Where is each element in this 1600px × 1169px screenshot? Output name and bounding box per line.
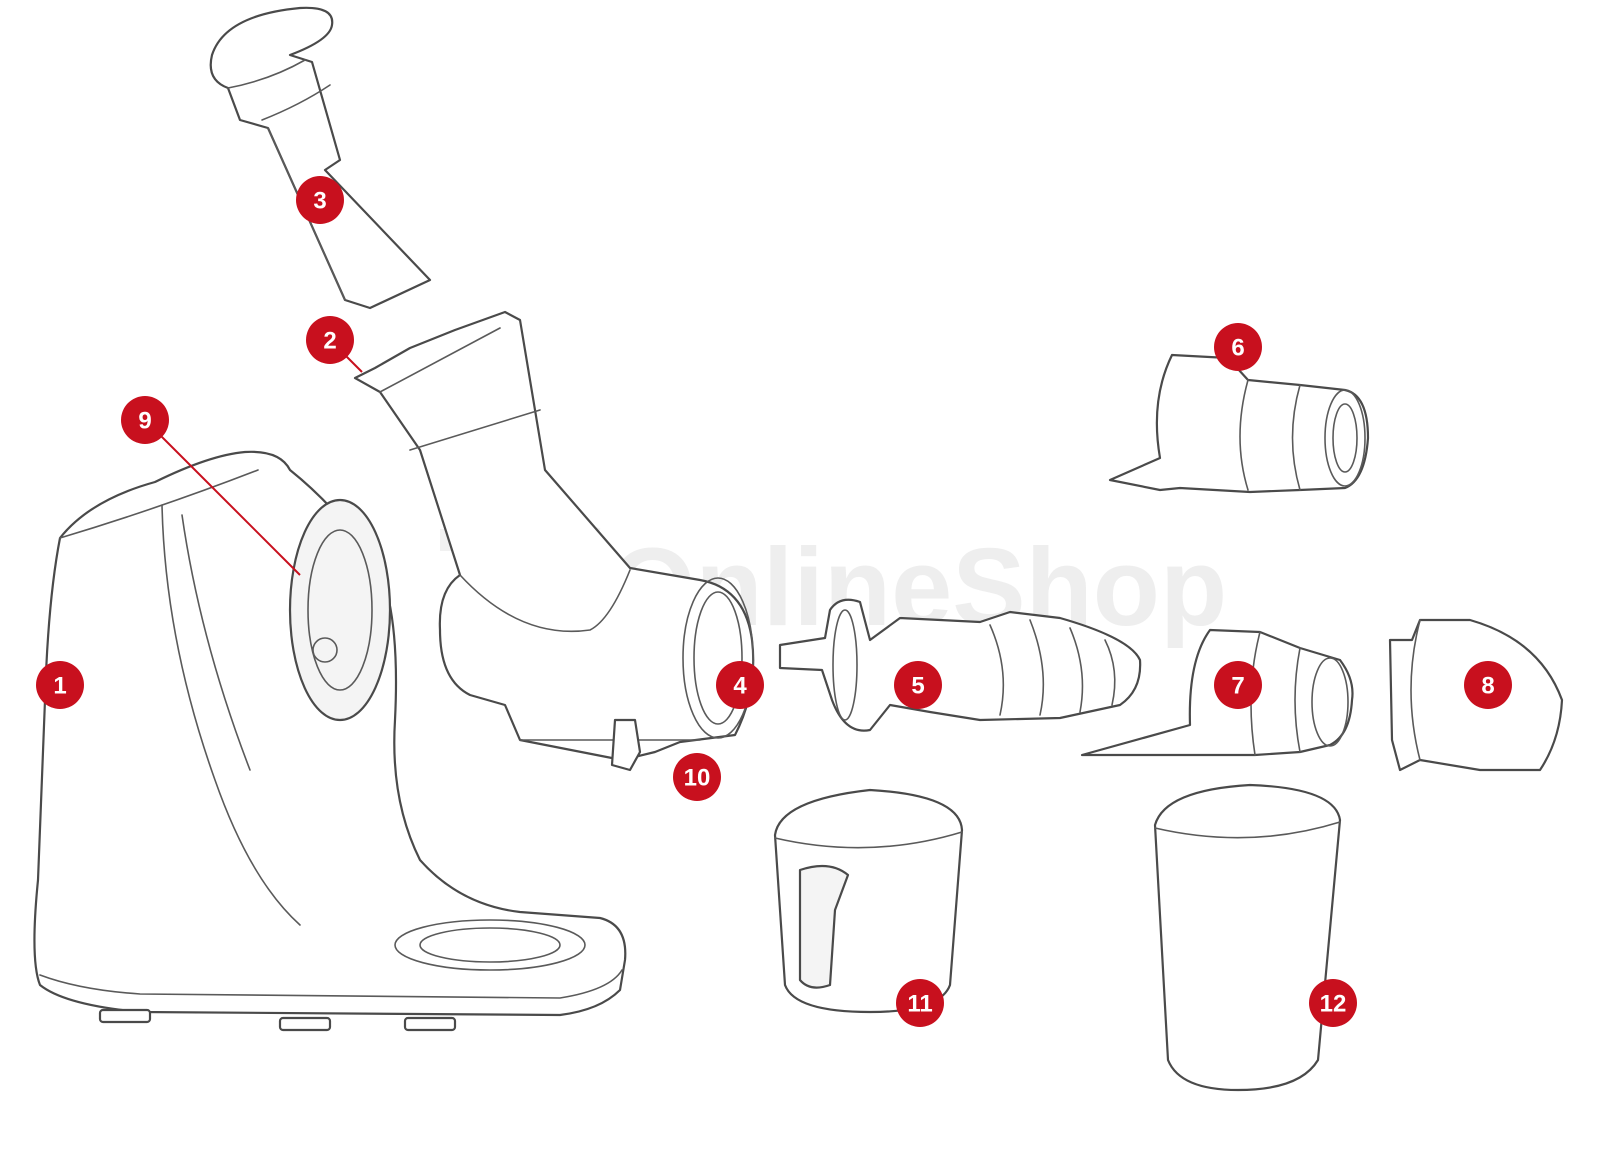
callout-8: 8: [1464, 661, 1512, 709]
motor-base-part: [33, 450, 627, 1032]
svg-text:8: 8: [1481, 673, 1494, 700]
callout-12: 12: [1309, 979, 1357, 1027]
pusher-part: [209, 6, 432, 310]
callout-4: 4: [716, 661, 764, 709]
callout-10: 10: [673, 753, 721, 801]
callout-9: 9: [121, 396, 169, 444]
svg-text:7: 7: [1231, 673, 1244, 700]
svg-text:11: 11: [907, 991, 932, 1018]
callout-1: 1: [36, 661, 84, 709]
svg-text:3: 3: [313, 188, 326, 215]
svg-text:12: 12: [1320, 991, 1347, 1018]
pulp-container-part: [1153, 783, 1342, 1092]
svg-text:2: 2: [323, 328, 336, 355]
svg-text:5: 5: [911, 673, 924, 700]
svg-text:1: 1: [53, 673, 66, 700]
auger-part: [778, 598, 1142, 732]
callout-6: 6: [1214, 323, 1262, 371]
callout-3: 3: [296, 176, 344, 224]
svg-text:6: 6: [1231, 335, 1244, 362]
juice-cup-part: [773, 788, 964, 1014]
callout-2: 2: [306, 316, 354, 364]
svg-text:10: 10: [684, 765, 711, 792]
callout-9-leader: [144, 419, 301, 576]
svg-text:9: 9: [138, 408, 151, 435]
callout-7: 7: [1214, 661, 1262, 709]
callout-5: 5: [894, 661, 942, 709]
chute-and-drum-part: [353, 310, 755, 772]
svg-text:4: 4: [733, 673, 747, 700]
fine-screen-part: [1108, 353, 1370, 494]
callout-11: 11: [896, 979, 944, 1027]
